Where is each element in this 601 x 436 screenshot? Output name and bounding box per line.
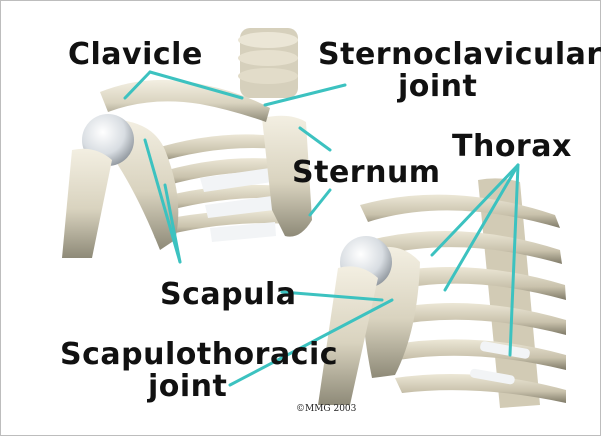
label-sternoclavicular-line2: joint: [398, 72, 477, 102]
rib: [360, 195, 560, 228]
rib: [390, 339, 566, 370]
humerus: [62, 149, 112, 258]
copyright-text: ©MMG 2003: [296, 404, 356, 414]
label-scapula: Scapula: [160, 280, 297, 310]
label-thorax: Thorax: [452, 132, 572, 162]
thorax-view: [318, 178, 566, 408]
label-sternoclavicular-line1: Sternoclavicular: [318, 40, 601, 70]
label-sternum: Sternum: [292, 158, 441, 188]
label-clavicle: Clavicle: [68, 40, 203, 70]
leader-line-sternum-1: [310, 190, 330, 215]
label-scapulothoracic-line2: joint: [148, 372, 227, 402]
label-scapulothoracic-line1: Scapulothoracic: [60, 340, 338, 370]
